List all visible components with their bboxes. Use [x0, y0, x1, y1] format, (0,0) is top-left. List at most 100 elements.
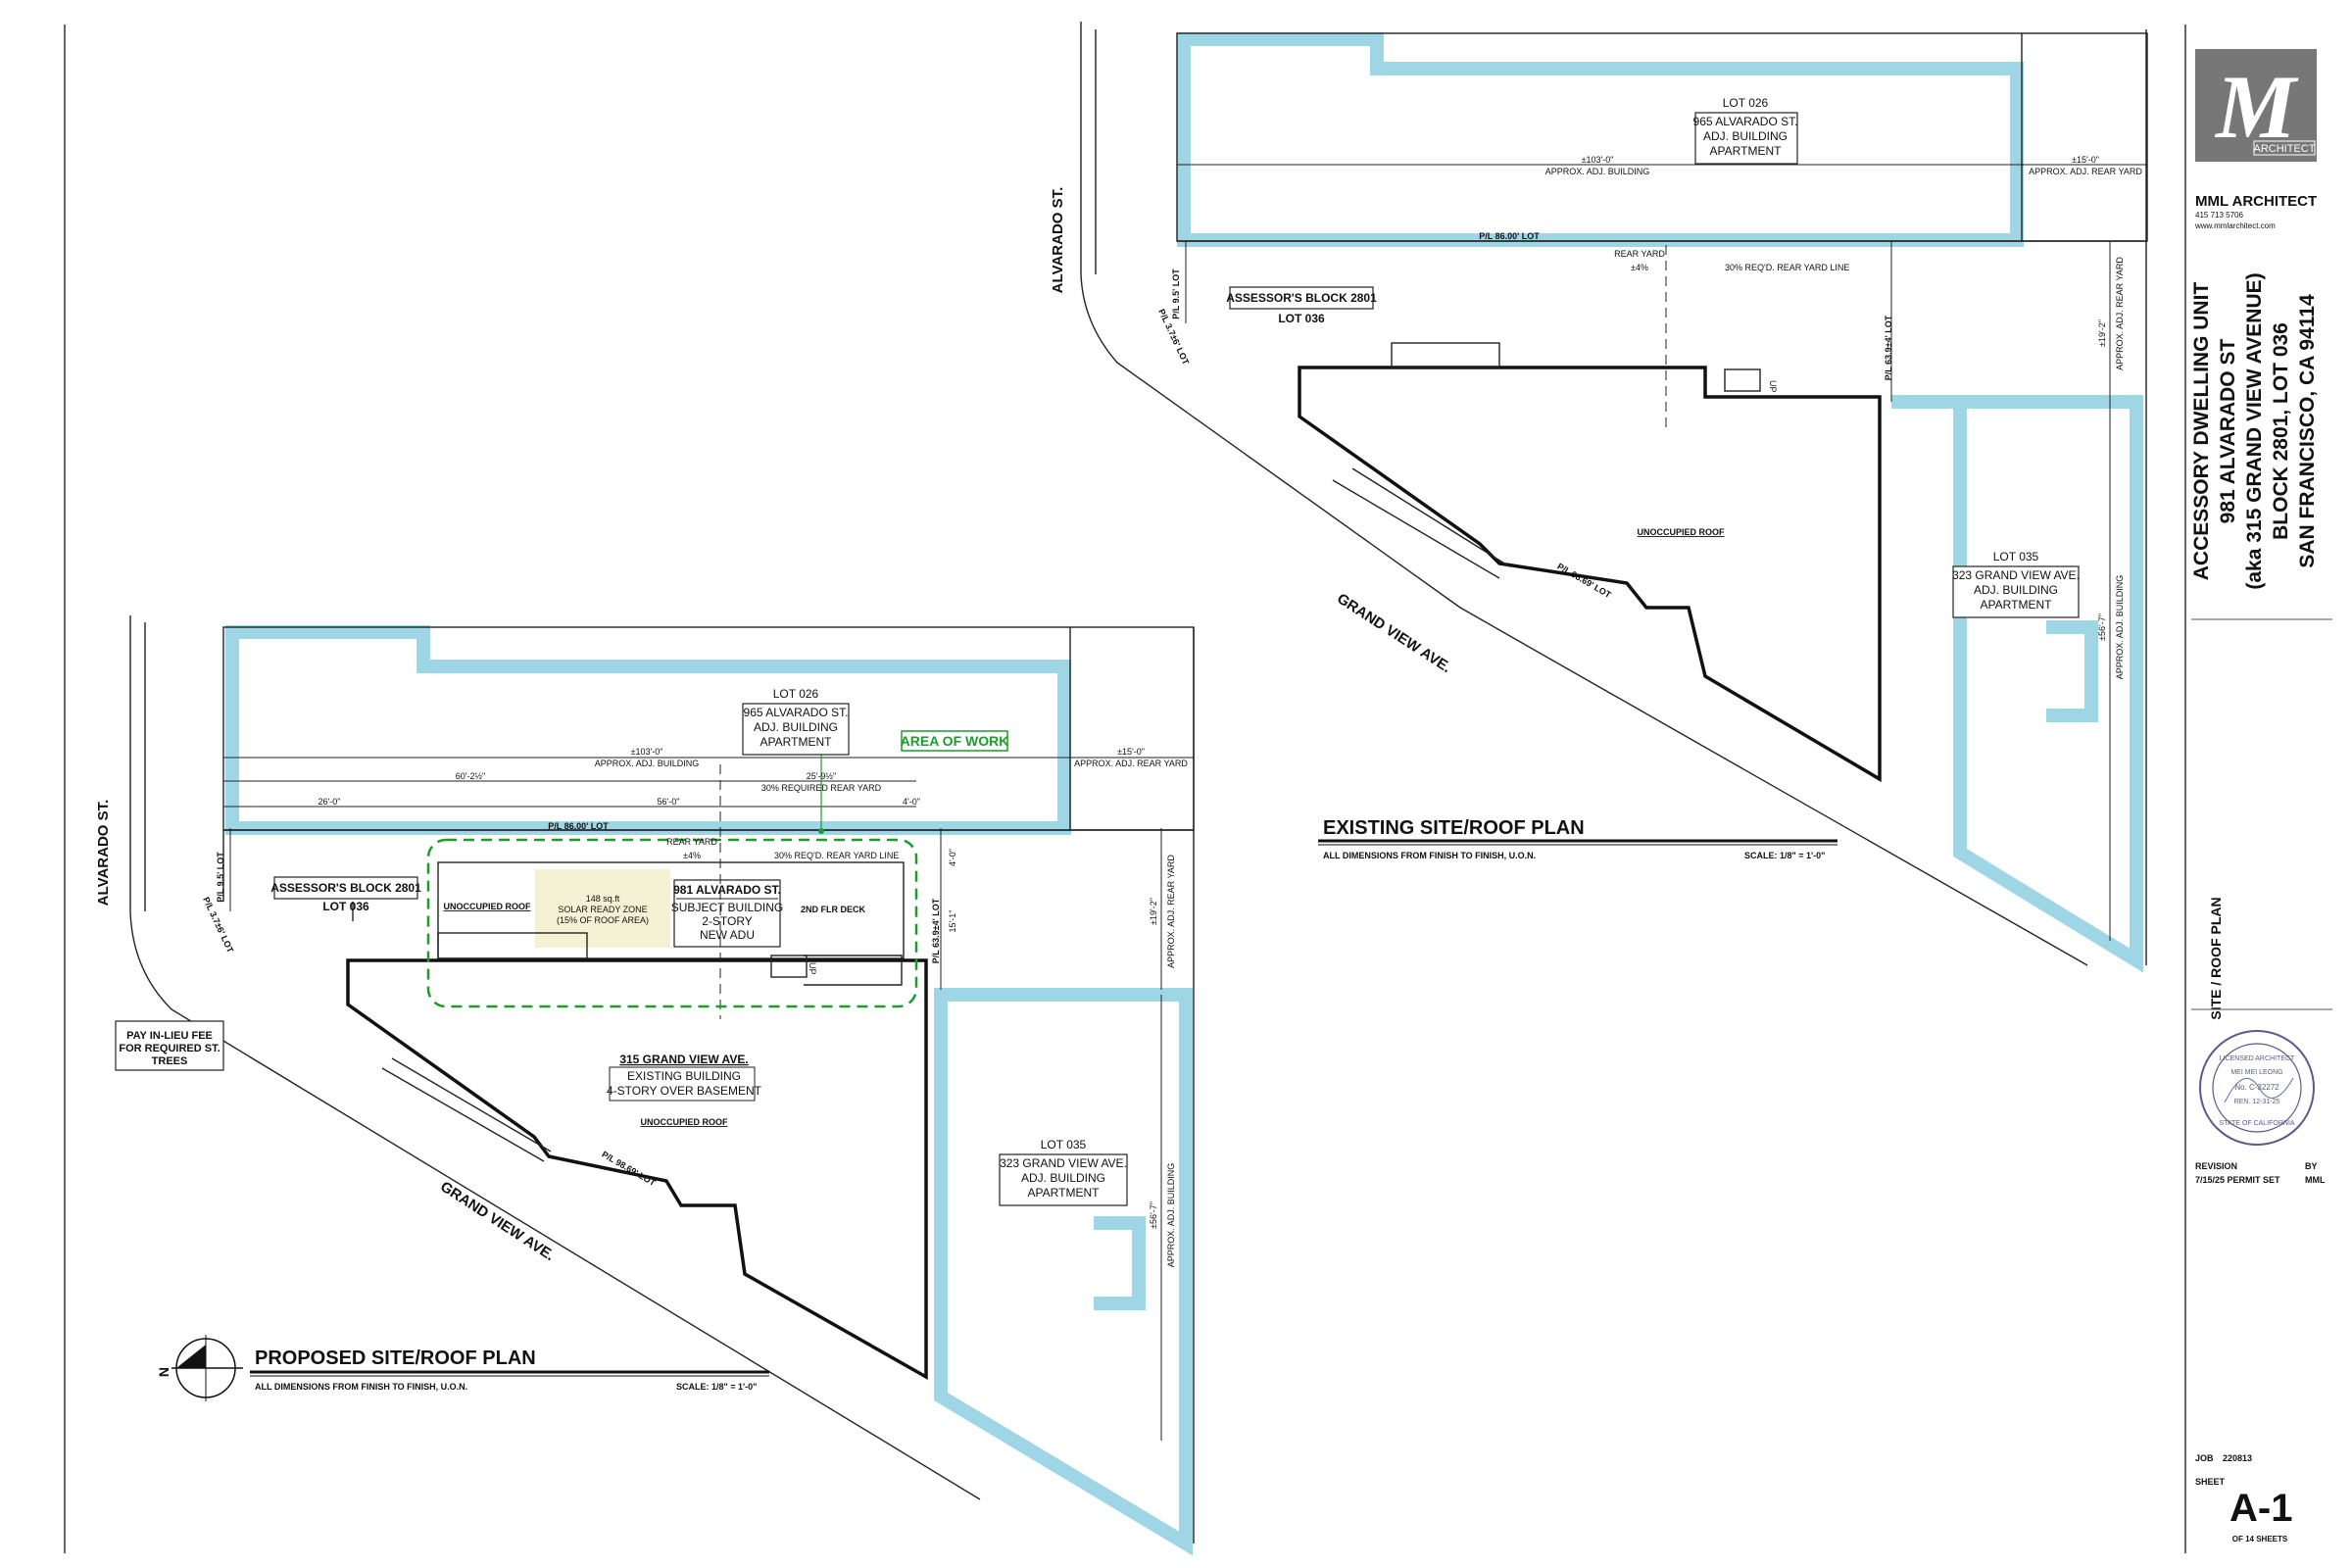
svg-text:±19'-2": ±19'-2" — [2097, 319, 2107, 347]
proposed-lot026-hatch — [225, 625, 1071, 835]
svg-text:TREES: TREES — [152, 1055, 188, 1067]
svg-text:P/L 9.5' LOT: P/L 9.5' LOT — [216, 852, 225, 903]
svg-text:±4%: ±4% — [683, 851, 701, 860]
existing-building-label: 315 GRAND VIEW AVE. — [619, 1053, 748, 1066]
project-line-1: ACCESSORY DWELLING UNIT — [2190, 282, 2213, 581]
firm-logo — [2195, 49, 2317, 162]
svg-text:BY: BY — [2305, 1161, 2318, 1171]
proposed-unoccupied-roof: UNOCCUPIED ROOF — [443, 902, 531, 911]
svg-text:P/L 86.00' LOT: P/L 86.00' LOT — [548, 821, 609, 831]
svg-text:REN. 12-31-25: REN. 12-31-25 — [2234, 1099, 2280, 1105]
svg-text:2-STORY: 2-STORY — [702, 914, 753, 928]
svg-text:UNOCCUPIED ROOF: UNOCCUPIED ROOF — [640, 1117, 728, 1127]
svg-text:APPROX. ADJ. REAR YARD: APPROX. ADJ. REAR YARD — [2029, 167, 2142, 176]
svg-text:APPROX. ADJ. REAR YARD: APPROX. ADJ. REAR YARD — [1166, 855, 1176, 968]
svg-text:25'-9½": 25'-9½" — [807, 771, 836, 781]
svg-text:±15'-0": ±15'-0" — [1117, 747, 1145, 757]
existing-alvarado-street-edge — [1080, 22, 2088, 966]
project-line-5: SAN FRANCISCO, CA 94114 — [2296, 294, 2319, 568]
svg-text:SHEET: SHEET — [2195, 1477, 2226, 1487]
svg-text:UP: UP — [1768, 380, 1778, 393]
svg-text:±19'-2": ±19'-2" — [1149, 898, 1158, 925]
svg-text:APPROX. ADJ. BUILDING: APPROX. ADJ. BUILDING — [1166, 1163, 1176, 1268]
pay-in-lieu-box — [115, 1020, 224, 1071]
svg-text:STATE OF CALIFORNIA: STATE OF CALIFORNIA — [2219, 1120, 2294, 1127]
svg-text:LICENSED ARCHITECT: LICENSED ARCHITECT — [2220, 1055, 2295, 1062]
svg-text:(15% OF ROOF AREA): (15% OF ROOF AREA) — [557, 915, 649, 925]
svg-text:965 ALVARADO ST.: 965 ALVARADO ST. — [1693, 115, 1798, 128]
svg-text:4'-0": 4'-0" — [948, 849, 957, 866]
svg-text:NEW ADU: NEW ADU — [700, 928, 755, 942]
svg-text:4'-0": 4'-0" — [903, 797, 920, 807]
existing-lot026-label: LOT 026 — [1723, 96, 1769, 110]
proposed-plan-title: PROPOSED SITE/ROOF PLAN — [255, 1348, 536, 1369]
svg-text:APARTMENT: APARTMENT — [1981, 598, 2053, 612]
north-arrow-icon — [172, 1335, 243, 1401]
svg-text:ADJ. BUILDING: ADJ. BUILDING — [1021, 1171, 1105, 1185]
svg-text:EXISTING BUILDING: EXISTING BUILDING — [627, 1069, 741, 1083]
existing-lot035-label: LOT 035 — [1993, 550, 2039, 564]
subject-building-address: 981 ALVARADO ST. — [673, 883, 781, 897]
svg-text:FOR REQUIRED ST.: FOR REQUIRED ST. — [119, 1043, 220, 1054]
firm-website: www.mmlarchitect.com — [2194, 221, 2276, 230]
existing-alvarado-street-label: ALVARADO ST. — [1050, 187, 1066, 294]
svg-text:±56'-7": ±56'-7" — [2097, 613, 2107, 641]
svg-text:4-STORY OVER BASEMENT: 4-STORY OVER BASEMENT — [607, 1084, 762, 1098]
svg-text:30% REQ'D. REAR YARD LINE: 30% REQ'D. REAR YARD LINE — [774, 851, 899, 860]
existing-unoccupied-roof: UNOCCUPIED ROOF — [1637, 527, 1725, 537]
svg-text:ADJ. BUILDING: ADJ. BUILDING — [1703, 129, 1788, 143]
svg-text:323 GRAND VIEW AVE.: 323 GRAND VIEW AVE. — [1000, 1156, 1127, 1170]
svg-text:56'-0": 56'-0" — [658, 797, 680, 807]
svg-text:APARTMENT: APARTMENT — [760, 735, 833, 749]
firm-name: MML ARCHITECT — [2195, 193, 2317, 210]
svg-text:APARTMENT: APARTMENT — [1710, 144, 1783, 158]
solar-area: 148 sq.ft — [586, 894, 620, 904]
firm-phone: 415 713 5706 — [2195, 211, 2243, 220]
svg-text:323 GRAND VIEW AVE.: 323 GRAND VIEW AVE. — [1952, 568, 2080, 582]
proposed-lot035-hatch — [934, 988, 1193, 1556]
subject-building-box — [673, 879, 781, 948]
svg-text:P/L 63.9±4' LOT: P/L 63.9±4' LOT — [931, 898, 941, 963]
svg-text:60'-2½": 60'-2½" — [456, 771, 485, 781]
svg-text:965 ALVARADO ST.: 965 ALVARADO ST. — [744, 706, 849, 719]
svg-text:ADJ. BUILDING: ADJ. BUILDING — [1974, 583, 2058, 597]
svg-text:SCALE: 1/8" = 1'-0": SCALE: 1/8" = 1'-0" — [1744, 851, 1825, 860]
svg-text:26'-0": 26'-0" — [318, 797, 341, 807]
sheet-title: SITE / ROOF PLAN — [2208, 897, 2224, 1019]
existing-assessor-label: ASSESSOR'S BLOCK 2801 — [1226, 291, 1377, 305]
proposed-assessor-label: ASSESSOR'S BLOCK 2801 — [270, 881, 421, 895]
svg-text:APPROX. ADJ. BUILDING: APPROX. ADJ. BUILDING — [595, 759, 700, 768]
adu-roof-outline — [437, 861, 905, 959]
svg-text:ARCHITECT: ARCHITECT — [2254, 143, 2316, 155]
svg-text:MML: MML — [2305, 1175, 2326, 1185]
job-number: 220813 — [2223, 1453, 2252, 1463]
svg-text:APPROX. ADJ. BUILDING: APPROX. ADJ. BUILDING — [1545, 167, 1650, 176]
project-line-4: BLOCK 2801, LOT 036 — [2270, 322, 2292, 540]
north-label: N — [156, 1367, 172, 1377]
project-line-2: 981 ALVARADO ST — [2217, 339, 2239, 524]
svg-text:APPROX. ADJ. BUILDING: APPROX. ADJ. BUILDING — [2115, 575, 2125, 680]
existing-site-plan: LOT 026 965 ALVARADO ST. ADJ. BUILDING A… — [1050, 22, 2148, 973]
svg-text:30% REQ'D. REAR YARD LINE: 30% REQ'D. REAR YARD LINE — [1725, 263, 1849, 272]
svg-text:APARTMENT: APARTMENT — [1028, 1186, 1101, 1200]
svg-text:±56'-7": ±56'-7" — [1149, 1201, 1158, 1229]
existing-plan-title: EXISTING SITE/ROOF PLAN — [1323, 817, 1585, 839]
revision-label: REVISION — [2195, 1161, 2237, 1171]
svg-text:LOT 036: LOT 036 — [322, 900, 369, 913]
svg-text:LOT 036: LOT 036 — [1278, 312, 1325, 325]
architect-seal: LICENSED ARCHITECT MEI MEI LEONG No. C-3… — [2199, 1030, 2315, 1146]
svg-text:APPROX. ADJ. REAR YARD: APPROX. ADJ. REAR YARD — [1074, 759, 1188, 768]
svg-text:SOLAR READY ZONE: SOLAR READY ZONE — [558, 905, 647, 914]
svg-text:UP: UP — [808, 962, 817, 975]
svg-text:30% REQUIRED REAR YARD: 30% REQUIRED REAR YARD — [761, 783, 882, 793]
svg-text:No. C-32272: No. C-32272 — [2234, 1083, 2279, 1092]
proposed-building-outline — [346, 958, 928, 1381]
svg-text:P/L 9.5' LOT: P/L 9.5' LOT — [1171, 269, 1181, 319]
sheet-total: OF 14 SHEETS — [2232, 1535, 2288, 1544]
svg-text:ALL DIMENSIONS FROM FINISH TO: ALL DIMENSIONS FROM FINISH TO FINISH, U.… — [255, 1382, 467, 1392]
proposed-site-plan: LOT 026 965 ALVARADO ST. ADJ. BUILDING A… — [95, 615, 1195, 1556]
sheet-number: A-1 — [2230, 1487, 2292, 1530]
proposed-lot026-label: LOT 026 — [773, 687, 819, 701]
svg-text:±103'-0": ±103'-0" — [1582, 155, 1614, 165]
